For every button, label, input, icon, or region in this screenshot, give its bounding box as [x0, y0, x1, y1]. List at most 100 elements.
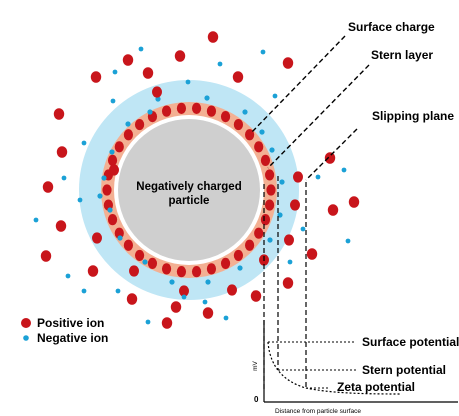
outer-positive-ions: [40, 31, 360, 329]
positive-ion: [324, 152, 336, 164]
positive-ion: [161, 317, 173, 329]
inner-negative-ions: [97, 95, 285, 285]
negative-ion: [81, 140, 87, 146]
positive-ion: [206, 105, 217, 117]
positive-ion: [142, 67, 154, 79]
negative-ion: [65, 273, 71, 279]
negative-ion: [77, 197, 83, 203]
particle-label-line2: particle: [169, 195, 210, 207]
negative-ion: [223, 315, 229, 321]
positive-ion: [254, 227, 264, 239]
potential-graph: mV 0 Distance from particle surface Surf…: [252, 320, 459, 415]
positive-ion: [233, 249, 244, 262]
positive-ion: [207, 31, 219, 43]
outer-negative-ions: [33, 46, 351, 325]
negative-ion: [125, 121, 131, 127]
negative-ion: [315, 174, 321, 180]
negative-ion: [138, 46, 144, 52]
positive-ion: [191, 102, 202, 114]
negative-ion: [97, 193, 103, 199]
negative-ion: [115, 288, 121, 294]
positive-ion: [147, 257, 158, 270]
positive-ion: [293, 171, 303, 183]
positive-ion: [174, 50, 186, 62]
negative-ion: [155, 96, 161, 102]
legend-positive-ion-icon: [21, 318, 31, 328]
positive-ion: [122, 54, 134, 66]
graph-origin-label: 0: [254, 395, 259, 404]
positive-ion: [191, 266, 202, 278]
positive-ion: [152, 86, 162, 98]
positive-ion: [40, 250, 52, 262]
positive-ion: [114, 141, 124, 153]
negative-ion: [345, 238, 351, 244]
positive-ion: [109, 164, 119, 176]
surface-charge-label: Surface charge: [348, 20, 435, 34]
positive-ion: [90, 71, 102, 83]
positive-ion: [179, 285, 189, 297]
negative-ion: [61, 175, 67, 181]
positive-ion: [176, 102, 187, 114]
negative-ion: [107, 207, 113, 213]
positive-ion: [220, 110, 231, 123]
negative-ion: [33, 217, 39, 223]
negative-ion: [269, 147, 275, 153]
negative-ion: [109, 149, 115, 155]
negative-ion: [341, 167, 347, 173]
negative-ion: [145, 319, 151, 325]
negative-ion: [169, 279, 175, 285]
negative-ion: [267, 237, 273, 243]
negative-ion: [259, 129, 265, 135]
legend: Positive ion Negative ion: [21, 316, 108, 345]
positive-ion: [284, 234, 294, 246]
slipping-plane-label: Slipping plane: [372, 109, 454, 123]
stern-layer-pointer: [267, 64, 370, 169]
positive-ion: [161, 263, 172, 275]
positive-ion: [107, 154, 118, 166]
positive-ion: [282, 277, 294, 289]
negative-ion: [110, 98, 116, 104]
particle: [118, 119, 260, 261]
positive-ion: [266, 184, 276, 196]
positive-ion: [306, 248, 318, 260]
negative-ion: [279, 179, 285, 185]
positive-ion: [102, 184, 112, 196]
negative-ion: [81, 288, 87, 294]
positive-ion: [170, 301, 182, 313]
positive-ion: [129, 265, 139, 277]
positive-ion: [348, 196, 360, 208]
negative-ion: [272, 93, 278, 99]
positive-ion: [134, 118, 145, 131]
positive-ion: [123, 129, 134, 141]
negative-ion: [277, 212, 283, 218]
positive-ion: [244, 239, 255, 251]
positive-ion: [56, 146, 68, 158]
graph-x-axis-label: Distance from particle surface: [275, 408, 361, 415]
negative-ion: [287, 259, 293, 265]
negative-ion: [181, 294, 187, 300]
positive-ion: [161, 105, 172, 117]
surface-charge-pointer: [251, 35, 346, 133]
stern-potential-label: Stern potential: [362, 363, 446, 377]
positive-ion: [265, 169, 275, 181]
positive-ion: [327, 204, 339, 216]
positive-ion: [123, 239, 134, 251]
stern-layer-label: Stern layer: [371, 48, 433, 62]
positive-ion: [176, 266, 187, 278]
negative-ion: [204, 95, 210, 101]
negative-ion: [112, 69, 118, 75]
positive-ion: [107, 214, 118, 226]
negative-ion: [202, 299, 208, 305]
negative-ion: [117, 235, 123, 241]
positive-ion: [260, 214, 271, 226]
negative-ion: [142, 259, 148, 265]
zeta-potential-label: Zeta potential: [337, 380, 415, 394]
positive-ion: [250, 290, 262, 302]
positive-ion: [227, 284, 237, 296]
negative-ion: [217, 61, 223, 67]
particle-label-line1: Negatively charged: [136, 181, 241, 193]
positive-ion: [202, 307, 214, 319]
positive-ion: [260, 154, 271, 166]
positive-ion: [92, 232, 102, 244]
